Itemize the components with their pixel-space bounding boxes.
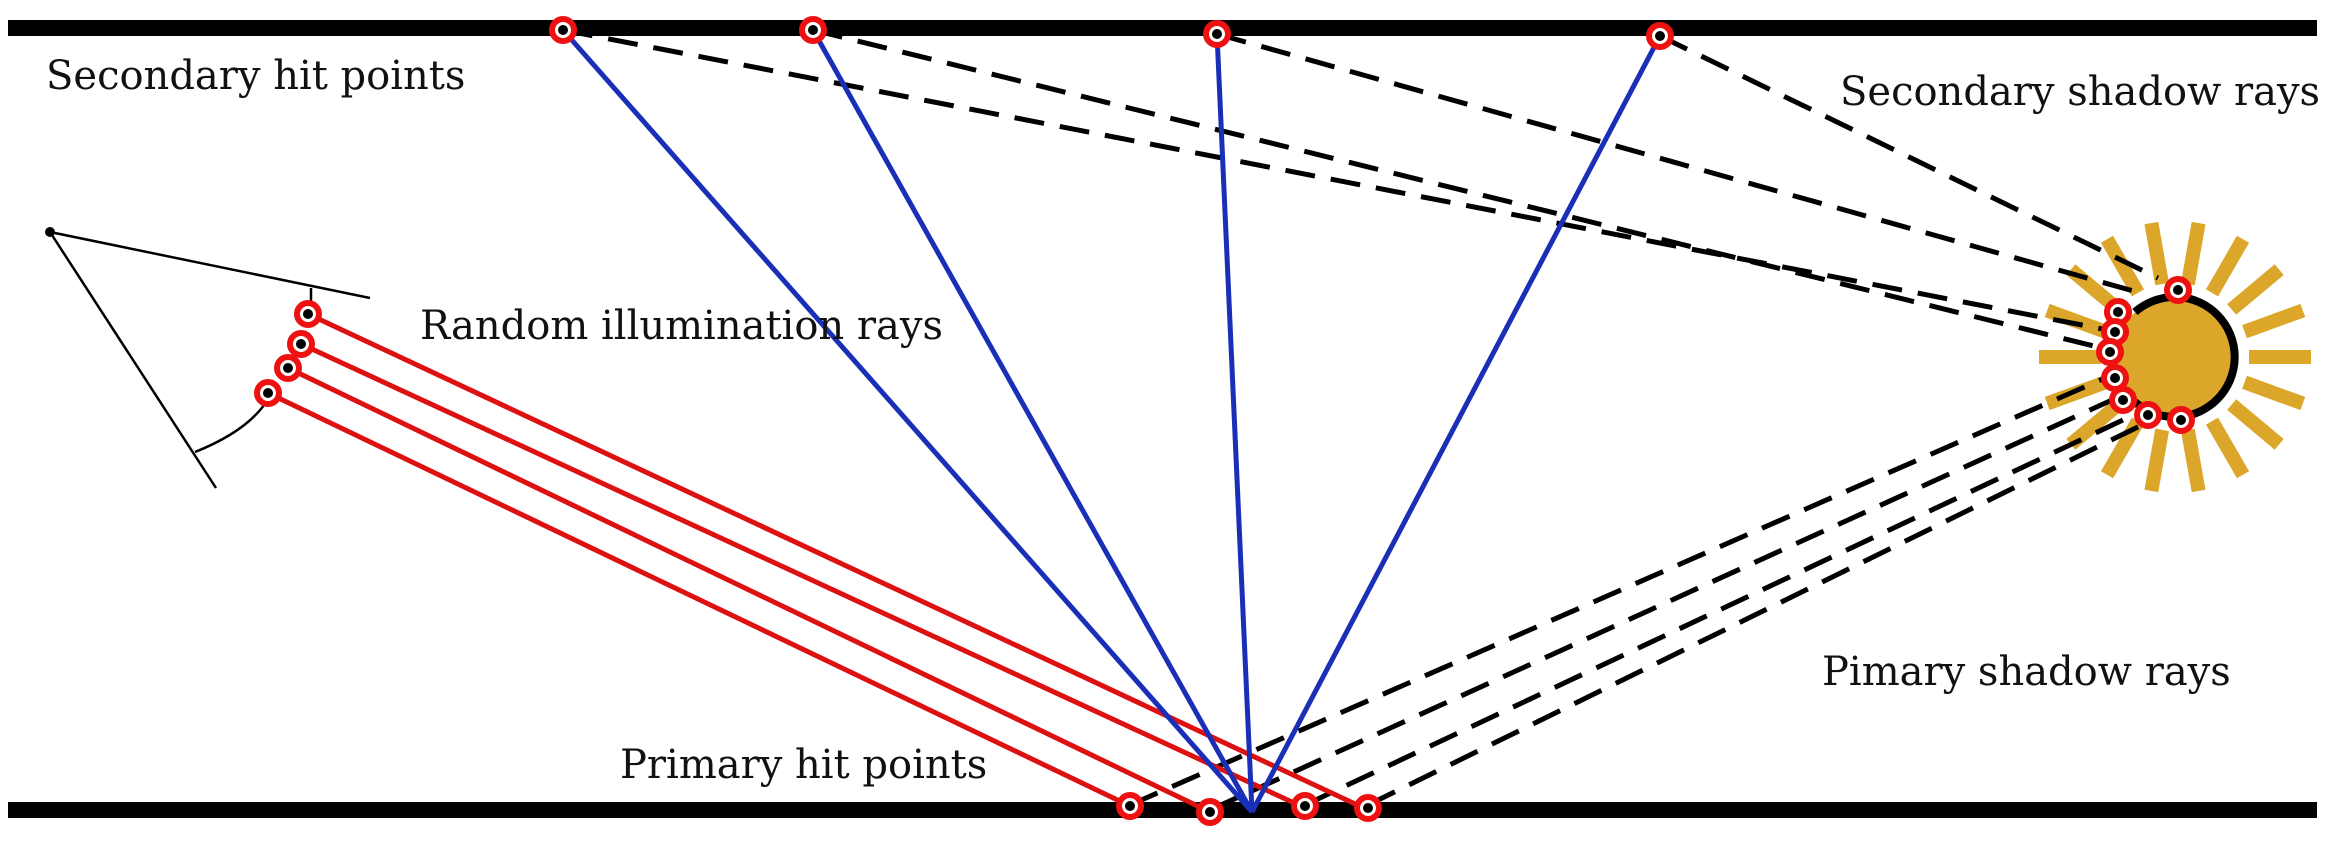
camera-icon — [45, 227, 371, 489]
primary-hit-points-label: Primary hit points — [620, 742, 988, 788]
sun-ray — [2242, 303, 2306, 339]
secondary-shadow-rays-label: Secondary shadow rays — [1840, 69, 2321, 115]
primary-shadow-rays-label: Pimary shadow rays — [1822, 649, 2231, 695]
sun-ray — [2205, 235, 2250, 297]
secondary-rays — [561, 28, 1663, 814]
hit-point — [2109, 386, 2137, 414]
hit-point — [2101, 364, 2129, 392]
sun-ray — [2066, 399, 2123, 450]
hit-point — [254, 379, 282, 407]
hit-point — [2104, 298, 2132, 326]
hit-point — [1203, 20, 1231, 48]
hit-points — [254, 16, 2195, 826]
hit-point — [2164, 276, 2192, 304]
sun-ray — [2100, 235, 2145, 297]
hit-point — [1116, 792, 1144, 820]
hit-point — [287, 330, 315, 358]
hit-point — [1291, 792, 1319, 820]
hit-point — [549, 16, 577, 44]
sun-ray — [2180, 221, 2206, 286]
hit-point — [2134, 401, 2162, 429]
hit-point — [799, 16, 827, 44]
sun-ray — [2144, 428, 2170, 493]
secondary-shadow-rays — [562, 27, 2160, 353]
secondary-hit-points-label: Secondary hit points — [46, 53, 466, 99]
hit-point — [2096, 338, 2124, 366]
sun-ray — [2205, 417, 2250, 479]
hit-point — [1354, 794, 1382, 822]
hit-point — [1646, 22, 1674, 50]
sun-ray — [2144, 221, 2170, 286]
sun-ray — [2242, 375, 2306, 411]
hit-point — [294, 300, 322, 328]
hit-point — [2167, 406, 2195, 434]
random-illumination-rays-label: Random illumination rays — [420, 303, 943, 349]
sun-ray — [2044, 303, 2108, 339]
hit-point — [274, 354, 302, 382]
sun-icon — [2039, 221, 2311, 493]
sun-ray — [2180, 428, 2206, 493]
hit-point — [1196, 798, 1224, 826]
sun-ray — [2227, 399, 2284, 450]
primary-shadow-rays — [1128, 375, 2150, 813]
illumination-rays — [266, 311, 1370, 815]
sun-ray — [2227, 264, 2284, 315]
